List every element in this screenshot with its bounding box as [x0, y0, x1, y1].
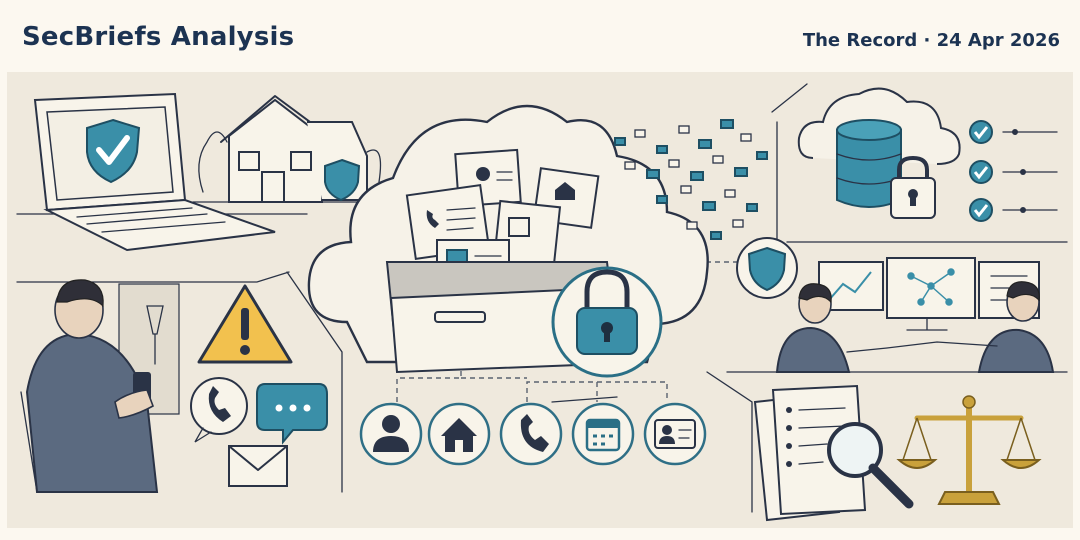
tree-connector-left [396, 368, 462, 402]
database-lock-icon [797, 87, 961, 219]
person-icon [359, 402, 423, 466]
hero-illustration [7, 72, 1073, 528]
checklist-icon [969, 120, 1058, 222]
user-with-phone-icon [20, 279, 180, 493]
house-shield-icon [192, 95, 388, 203]
id-card-icon [643, 402, 707, 466]
chat-bubble-icon [256, 383, 328, 445]
analysts-monitoring-icon [775, 257, 1055, 373]
scales-of-justice-icon [896, 395, 1042, 505]
calendar-icon [571, 402, 635, 466]
header-title: SecBriefs Analysis [22, 22, 295, 52]
phone-icon [499, 402, 563, 466]
home-icon [427, 402, 491, 466]
shield-badge-icon [736, 237, 798, 299]
phone-bubble-icon [190, 377, 248, 443]
document-magnifier-icon [753, 384, 914, 522]
laptop-shield-icon [33, 92, 276, 252]
padlock-icon [551, 266, 663, 378]
warning-triangle-icon [197, 284, 293, 364]
data-stream-icon [614, 119, 768, 240]
envelope-icon [228, 445, 288, 487]
tree-connector-mid [461, 377, 598, 402]
header-source-line: The Record · 24 Apr 2026 [802, 30, 1060, 51]
